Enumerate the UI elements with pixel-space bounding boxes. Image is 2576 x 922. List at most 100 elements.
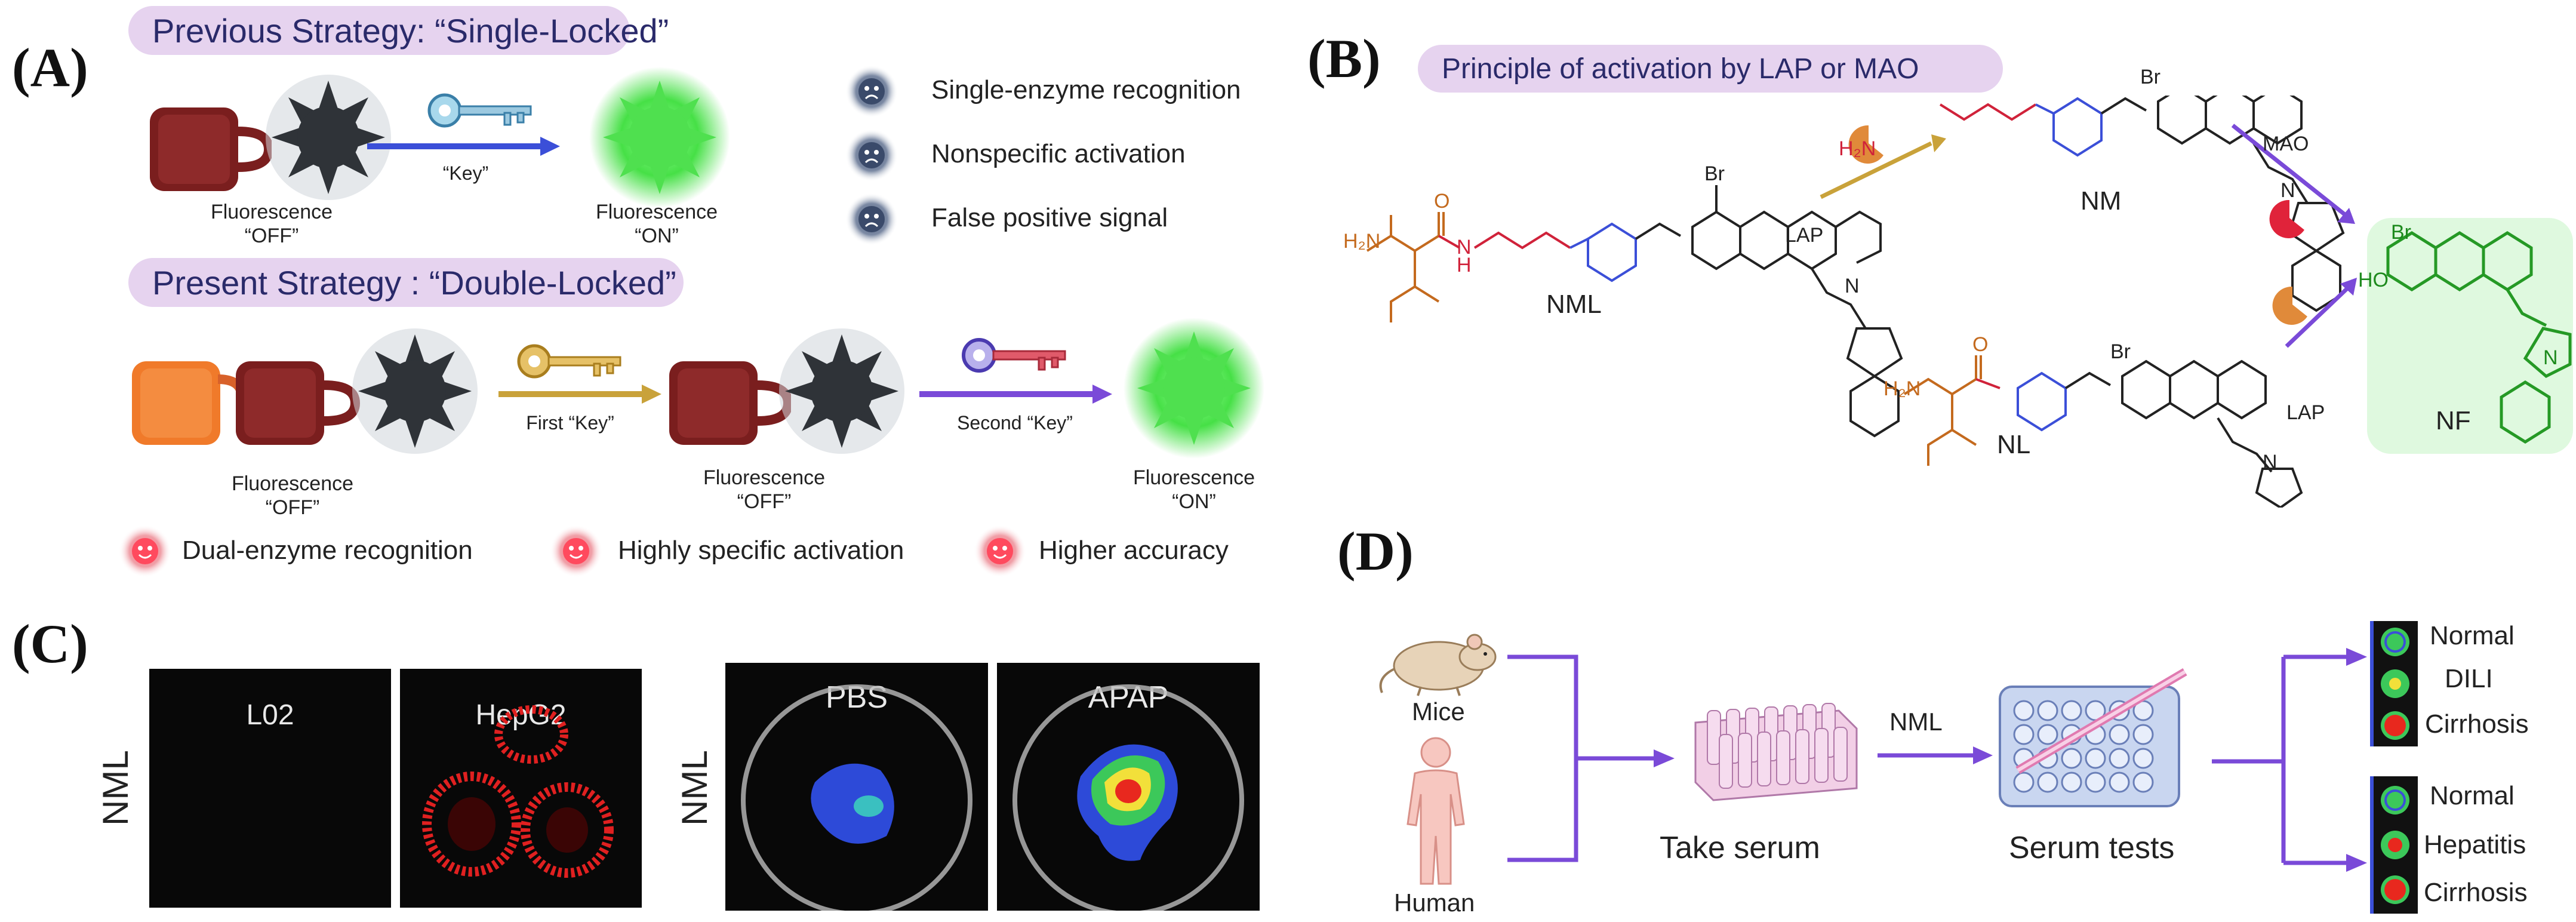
source-mice-label: Mice [1412,697,1465,726]
ring-nitrogen: N [1845,275,1860,297]
compound-nl-label: NL [1997,430,2031,459]
off-text: “OFF” [737,490,792,513]
drawback-item: Single-enzyme recognition [931,75,1241,105]
hepg2-cells [422,705,614,878]
human-result-item: Normal [2430,781,2515,810]
image-label: L02 [246,699,294,731]
fluorescence-text: Fluorescence [210,201,333,223]
nml-side-label: NML [95,750,136,826]
fluorescence-text: Fluorescence [703,466,826,489]
fluorescence-text: Fluorescence [1132,466,1255,489]
lap-enzyme-label: LAP [2286,401,2325,424]
second-key-arrow [919,385,1112,404]
human-result-item: Hepatitis [2424,830,2526,859]
advantage-item: Higher accuracy [1039,536,1229,565]
nml-reagent-label: NML [1889,708,1943,736]
human-results-strip [2370,776,2418,914]
green-sun-icon [1124,318,1264,459]
dark-sun-icon [266,75,391,200]
previous-strategy-title: Previous Strategy: “Single-Locked” [128,6,669,55]
off-text: “OFF” [265,496,320,519]
mice-result-item: Cirrhosis [2425,709,2529,739]
present-strategy-title: Present Strategy : “Double-Locked” [128,258,684,307]
br-atom: Br [2110,340,2131,363]
panel-letter-a: (A) [12,37,88,98]
amide-hydrogen: H [1457,254,1472,276]
happy-face-icon [974,525,1026,577]
on-text: “ON” [1172,490,1216,513]
activation-principle-title: Principle of activation by LAP or MAO [1418,45,2003,93]
ring-nitrogen: N [2543,346,2558,369]
amide-nitrogen: N [1457,236,1472,259]
imaging-apap: APAP [997,663,1260,911]
fluorescence-on-label: Fluorescence “ON” [1104,466,1284,514]
first-key-arrow [498,385,661,404]
human-result-item: Cirrhosis [2424,878,2528,907]
ring-nitrogen: N [2263,451,2278,474]
double-lock-icon [132,361,361,445]
fluorescence-on-label: Fluorescence “ON” [567,200,746,248]
single-lock-icon [150,107,272,191]
fluorescence-text: Fluorescence [595,201,718,223]
on-text: “ON” [635,225,679,247]
lap-enzyme-label: LAP [1785,224,1824,247]
take-serum-label: Take serum [1660,831,1820,865]
purple-key-icon [962,338,1066,373]
key-arrow [367,137,560,156]
fluorescence-off-label: Fluorescence “OFF” [182,200,361,248]
off-text: “OFF” [244,225,299,247]
ho-group: HO [2358,269,2389,291]
sad-face-icon [845,193,898,245]
dark-sun-icon [352,328,478,454]
carbonyl-oxygen: O [1972,333,1989,356]
advantage-item: Highly specific activation [618,536,904,565]
br-atom: Br [2140,66,2160,88]
serum-tube-rack-icon [1694,703,1858,801]
merge-arrows [1507,654,1675,862]
microscopy-hepg2: HepG2 [400,669,642,908]
mao-enzyme-label: MAO [2263,133,2309,155]
advantage-item: Dual-enzyme recognition [182,536,473,565]
ring-nitrogen: N [2280,179,2295,202]
split-arrows [2212,648,2367,872]
single-lock-icon [669,361,791,445]
imaging-pbs: PBS [725,663,988,911]
fluorescence-off-label: Fluorescence “OFF” [675,466,854,514]
nml-arrow [1878,746,1993,764]
fluorescence-text: Fluorescence [231,472,354,495]
happy-face-icon [550,525,602,577]
apap-liver [1012,684,1244,911]
key-icon [427,93,532,128]
source-human-label: Human [1394,889,1475,917]
h2n-group: H₂N [1839,137,1876,160]
gold-key-icon [517,344,621,379]
compound-nml-label: NML [1546,290,1602,319]
dark-sun-icon [779,328,904,454]
carbonyl-oxygen: O [1434,190,1450,213]
mouse-icon [1379,634,1497,696]
well-plate-icon [1999,668,2187,807]
human-icon [1407,737,1465,885]
panel-letter-d: (D) [1337,521,1414,582]
h2n-group: H₂N [1343,230,1381,253]
br-atom: Br [1704,162,1725,185]
happy-face-icon [119,525,171,577]
panel-letter-c: (C) [12,613,88,674]
pbs-liver [741,684,972,911]
serum-tests-label: Serum tests [2009,831,2175,865]
first-key-label: First “Key” [526,412,614,434]
panel-letter-b: (B) [1307,28,1381,89]
sad-face-icon [845,129,898,182]
mice-result-item: DILI [2445,664,2493,693]
mice-result-item: Normal [2430,621,2515,650]
drawback-item: Nonspecific activation [931,139,1186,168]
h2n-group: H₂N [1883,377,1921,400]
key-label: “Key” [442,162,489,184]
fluorescence-off-label: Fluorescence “OFF” [203,472,382,520]
drawback-item: False positive signal [931,203,1168,232]
br-atom: Br [2391,221,2411,244]
nml-side-label: NML [674,750,715,826]
second-key-label: Second “Key” [957,412,1073,434]
compound-nm-label: NM [2081,186,2122,216]
chemical-scheme [1366,96,2573,508]
